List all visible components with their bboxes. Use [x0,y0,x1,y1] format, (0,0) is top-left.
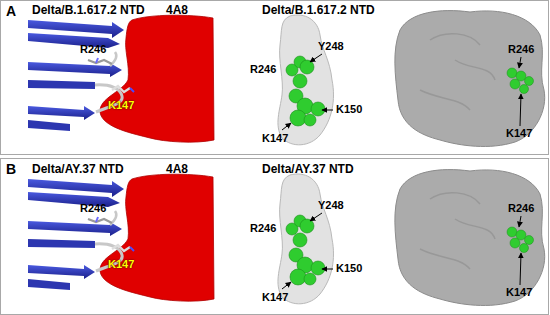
panel-letter: A [1,1,21,21]
panel-title: Delta/B.1.617.2 NTD [262,4,375,18]
panel-title: Delta/AY.37 NTD [262,163,354,177]
residue-label: K147 [108,258,134,271]
panel-title: Delta/AY.37 NTD [32,163,124,177]
residue-label: Y248 [318,40,344,53]
residue-label: R246 [80,43,106,56]
residue-label: R246 [80,202,106,215]
residue-label: K147 [262,132,288,145]
residue-label: K147 [506,286,532,299]
panel-letter: B [1,159,21,179]
residue-label: R246 [250,63,276,76]
figure-panel: A [0,0,549,155]
residue-label: K147 [108,99,134,112]
antibody-label: 4A8 [166,4,188,18]
residue-label: R246 [508,202,534,215]
residue-label: Y248 [318,199,344,212]
residue-label: K147 [262,291,288,304]
residue-label: K150 [336,262,362,275]
residue-label: K147 [506,127,532,140]
residue-label: R246 [250,222,276,235]
residue-label: K150 [336,103,362,116]
panel-title: Delta/B.1.617.2 NTD [32,4,145,18]
residue-label: R246 [508,43,534,56]
antibody-label: 4A8 [166,163,188,177]
